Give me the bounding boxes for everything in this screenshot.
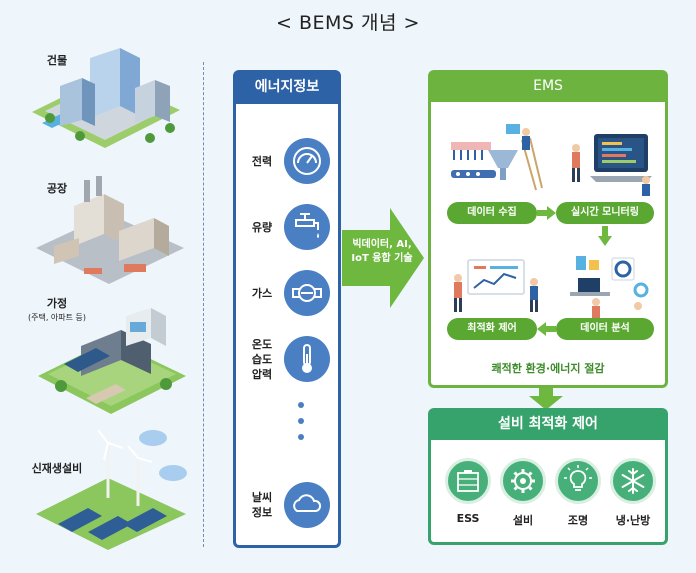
arrow-left-icon (537, 322, 556, 336)
data-analysis-illustration-icon (570, 256, 649, 318)
info-item-power: 전력 (244, 138, 336, 184)
step-data-collection: 데이터 수집 (447, 202, 537, 224)
water-faucet-icon (284, 204, 330, 250)
arrow-down-icon (598, 226, 612, 246)
arrow-down-icon (529, 388, 563, 410)
more-dot (298, 434, 304, 440)
thermometer-icon (284, 336, 330, 382)
equipment-label: 설비 (512, 514, 534, 527)
energy-info-body: 전력 유량 가스 온도 습도 압력 날씨 정보 (233, 104, 341, 548)
energy-sources: 건물 공장 가정 (주택, 아파트 등) (10, 48, 200, 558)
arrow-text: 빅데이터, AI, IoT 융합 기술 (351, 239, 413, 264)
ems-footer-text: 쾌적한 환경·에너지 절감 (491, 362, 605, 375)
info-label: 유량 (251, 220, 273, 234)
gas-valve-icon (284, 270, 330, 316)
equipment-header: 설비 최적화 제어 (428, 408, 668, 440)
page-title: < BEMS 개념 > (276, 12, 420, 34)
info-item-environment: 온도 습도 압력 (244, 336, 336, 382)
cloud-icon (284, 482, 330, 528)
source-label-renewable: 신재생설비 (31, 462, 83, 475)
info-item-gas: 가스 (244, 270, 336, 316)
source-label-home: 가정 (주택, 아파트 등) (27, 297, 87, 322)
house-illustration-icon (38, 308, 186, 414)
equipment-label: ESS (456, 512, 480, 525)
equipment-panel: 설비 최적화 제어 ESS 설비 조명 냉·난방 (428, 408, 668, 545)
lightbulb-icon (555, 458, 601, 504)
gear-icon (500, 458, 546, 504)
factory-illustration-icon (36, 176, 184, 284)
info-label: 전력 (251, 154, 273, 168)
info-item-weather: 날씨 정보 (244, 482, 336, 528)
step-optimization-control: 최적화 제어 (447, 318, 537, 340)
info-label: 온도 습도 압력 (251, 337, 273, 381)
step-data-analysis: 데이터 분석 (556, 318, 654, 340)
building-illustration-icon (32, 48, 180, 148)
power-meter-icon (284, 138, 330, 184)
divider-line (203, 62, 204, 547)
info-item-flow: 유량 (244, 204, 336, 250)
equipment-body: ESS 설비 조명 냉·난방 (428, 440, 668, 545)
more-dot (298, 418, 304, 424)
source-label-building: 건물 (46, 54, 68, 67)
realtime-monitoring-illustration-icon (572, 134, 652, 196)
energy-info-panel: 에너지정보 전력 유량 가스 온도 습도 압력 (233, 70, 341, 548)
step-realtime-monitoring: 실시간 모니터링 (556, 202, 654, 224)
optimization-control-illustration-icon (454, 259, 538, 312)
more-dot (298, 402, 304, 408)
arrow-right-icon (537, 206, 556, 220)
info-label: 가스 (251, 286, 273, 300)
renewable-illustration-icon (36, 429, 187, 550)
data-collection-illustration-icon (451, 124, 543, 191)
energy-info-header: 에너지정보 (233, 70, 341, 104)
equipment-label: 냉·난방 (615, 514, 651, 527)
flow-arrow-icon (342, 208, 424, 308)
ems-panel: EMS (428, 70, 668, 388)
snowflake-icon (610, 458, 656, 504)
ess-battery-icon (445, 458, 491, 504)
ems-header: EMS (428, 70, 668, 102)
info-label: 날씨 정보 (251, 491, 273, 519)
source-label-factory: 공장 (46, 182, 68, 195)
equipment-label: 조명 (567, 514, 589, 527)
